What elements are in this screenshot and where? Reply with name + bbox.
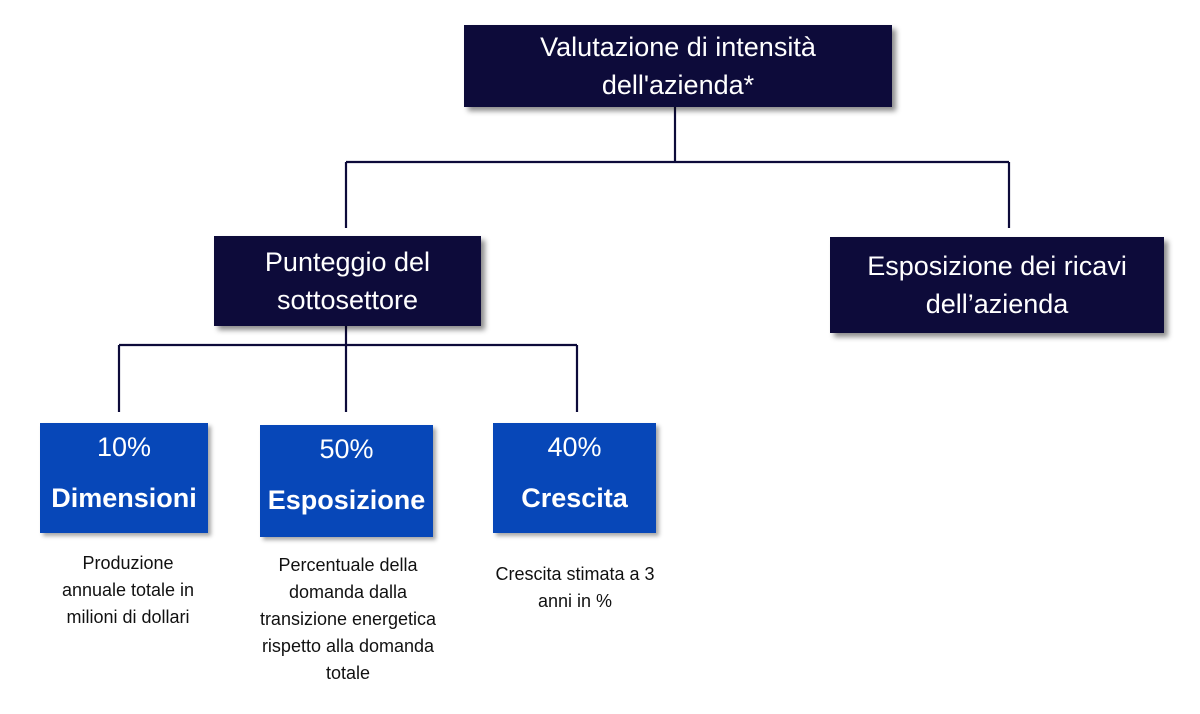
revenue-exposure-label: Esposizione dei ricavi dell’azienda (867, 251, 1127, 319)
crescita-percent: 40% (547, 432, 602, 462)
esposizione-label: Esposizione (267, 485, 426, 515)
component-esposizione: 50% Esposizione (260, 425, 433, 537)
dimensioni-description: Produzione annuale totale in milioni di … (61, 553, 195, 627)
subsector-score-node: Punteggio del sottosettore (214, 236, 481, 326)
esposizione-description: Percentuale della domanda dalla transizi… (259, 555, 437, 683)
crescita-label: Crescita (521, 483, 628, 513)
root-node-label: Valutazione di intensità dell'azienda* (540, 32, 816, 100)
component-dimensioni: 10% Dimensioni (40, 423, 208, 533)
esposizione-percent: 50% (319, 434, 374, 464)
subsector-score-label: Punteggio del sottosettore (264, 247, 431, 315)
dimensioni-label: Dimensioni (51, 483, 197, 513)
component-crescita: 40% Crescita (493, 423, 656, 533)
root-node: Valutazione di intensità dell'azienda* (464, 25, 892, 107)
revenue-exposure-node: Esposizione dei ricavi dell’azienda (830, 237, 1164, 333)
dimensioni-percent: 10% (96, 432, 152, 462)
crescita-description: Crescita stimata a 3 anni in % (495, 564, 655, 611)
